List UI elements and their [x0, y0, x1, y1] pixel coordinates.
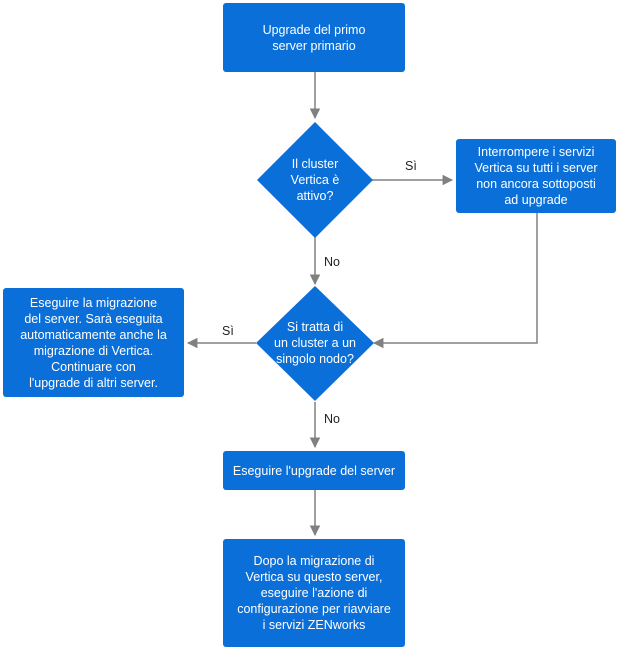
decision-single-node-diamond — [256, 286, 374, 401]
restart-services-node: Dopo la migrazione di Vertica su questo … — [223, 539, 405, 647]
decision-single-node-label: Si tratta di un cluster a un singolo nod… — [274, 320, 356, 366]
edge-label-yes-stop-services: Sì — [405, 159, 417, 173]
decision-cluster-active-label: Il cluster Vertica è attivo? — [290, 157, 340, 203]
edge-label-no-single-node: No — [324, 255, 340, 269]
start-node: Upgrade del primo server primario — [223, 3, 405, 72]
decision-cluster-active-diamond — [257, 122, 373, 238]
edge-label-no-upgrade: No — [324, 412, 340, 426]
migrate-server-node: Eseguire la migrazione del server. Sarà … — [3, 288, 184, 397]
edge-label-yes-migrate: Sì — [222, 324, 234, 338]
stop-services-node: Interrompere i servizi Vertica su tutti … — [456, 139, 616, 213]
connector-stop-services-to-decision2 — [372, 213, 538, 349]
upgrade-server-node: Eseguire l'upgrade del server — [223, 451, 405, 490]
